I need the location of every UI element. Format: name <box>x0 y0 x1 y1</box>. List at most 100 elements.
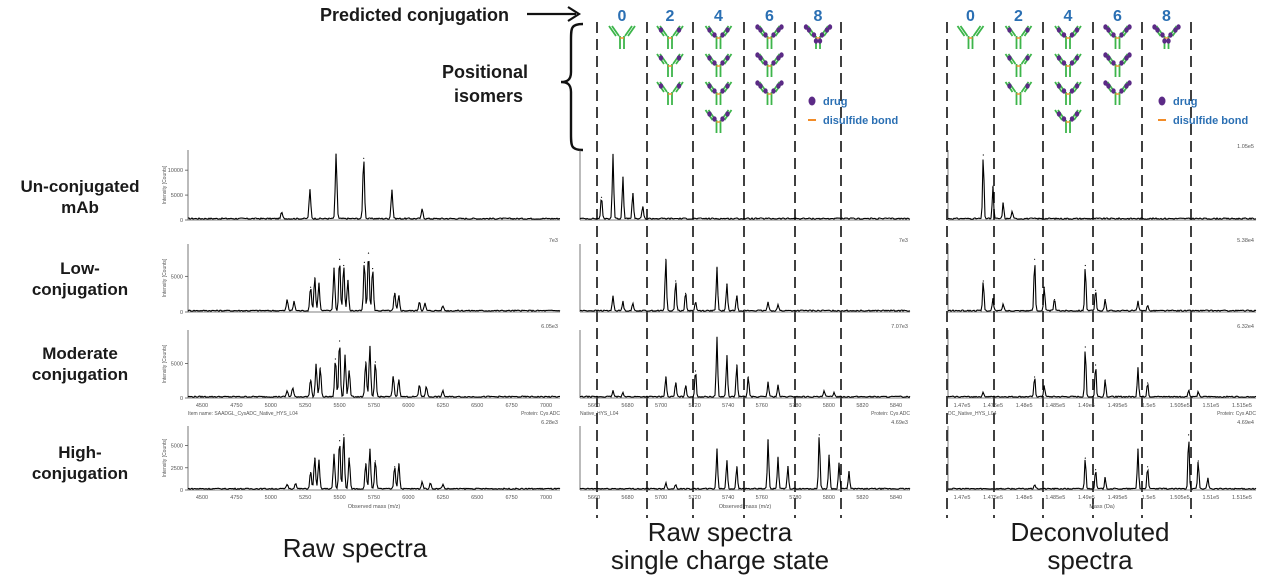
peak-point <box>1197 460 1199 462</box>
antibody-icon <box>1054 53 1082 77</box>
peak-point <box>310 286 312 288</box>
peak-point <box>394 292 396 294</box>
drug-marker <box>1127 80 1132 86</box>
x-tick-label: 5740 <box>722 403 734 409</box>
positional-isomers-label-1: Positional <box>442 62 529 82</box>
peak-point <box>600 196 603 198</box>
x-tick-label: 1.49e5 <box>1078 403 1095 409</box>
drug-marker <box>1056 83 1062 89</box>
drug-marker <box>1069 32 1075 38</box>
x-tick-label: 5800 <box>823 403 835 409</box>
peak-point <box>1043 286 1045 288</box>
drug-marker <box>813 38 819 44</box>
level-divider-lines <box>596 22 1192 518</box>
peak-point <box>372 268 374 270</box>
peak-point <box>828 454 830 456</box>
peak-point <box>777 457 779 459</box>
intensity-scale-label: 6.28e3 <box>541 420 558 426</box>
x-tick-label: 1.5e5 <box>1142 495 1156 501</box>
spectrum-plot: 5.38e4 <box>947 238 1257 313</box>
peak-point <box>726 283 728 285</box>
antibody-fab-left <box>959 25 969 37</box>
peak-point <box>818 434 820 436</box>
x-axis-label: Observed mass (m/z) <box>348 504 401 510</box>
x-tick-label: 1.48e5 <box>1016 495 1033 501</box>
row-label-unconjugated: Un-conjugated mAb <box>0 176 160 218</box>
drug-marker <box>676 83 682 89</box>
drug-marker <box>1106 55 1111 61</box>
positional-isomers-label-2: isomers <box>454 86 524 106</box>
peak-point <box>333 268 335 270</box>
antibody-icon <box>608 25 636 49</box>
antibody-icon <box>1103 80 1132 105</box>
peak-point <box>992 186 994 189</box>
y-axis-label: Intensity [Counts] <box>162 165 168 204</box>
x-tick-label: 5660 <box>588 403 600 409</box>
panel-footer-right: Protein: Cys ADC <box>521 411 560 417</box>
drug-marker <box>1007 83 1012 89</box>
drug-marker <box>707 111 712 117</box>
drug-marker <box>1162 38 1167 44</box>
peak-point <box>685 385 687 387</box>
peak-point <box>348 457 350 459</box>
drug-marker <box>1111 32 1116 38</box>
peak-point <box>286 300 288 302</box>
intensity-scale-label: 5.38e4 <box>1237 238 1254 244</box>
x-tick-label: 5760 <box>756 403 768 409</box>
x-tick-label: 6250 <box>437 403 449 409</box>
peak-point <box>421 482 423 484</box>
x-tick-label: 5500 <box>333 403 345 409</box>
peak-point <box>292 388 294 390</box>
y-axis-label: Intensity [Counts] <box>162 258 168 297</box>
drug-marker <box>771 88 776 94</box>
x-tick-label: 1.51e5 <box>1202 403 1219 409</box>
conjugation-level-label: 6 <box>765 8 774 25</box>
drug-marker <box>1025 55 1030 61</box>
peak-point <box>747 376 749 378</box>
peak-point <box>398 295 400 298</box>
peak-point <box>374 361 376 363</box>
x-tick-label: 5500 <box>333 495 345 501</box>
drug-marker <box>720 32 725 38</box>
drug-marker <box>1127 24 1132 30</box>
antibody-icon <box>656 81 684 105</box>
peak-point <box>314 457 316 459</box>
peak-point <box>838 463 840 465</box>
x-tick-label: 1.51e5 <box>1202 495 1219 501</box>
peak-point <box>374 460 376 462</box>
drug-marker <box>1007 55 1012 61</box>
peak-point <box>642 206 644 208</box>
x-tick-label: 1.505e5 <box>1170 403 1190 409</box>
drug-marker <box>658 27 664 33</box>
peak-point <box>347 280 349 282</box>
x-tick-label: 5760 <box>756 495 768 501</box>
spectrum-trace <box>579 153 911 220</box>
panel-footer-left: Native_HYS_L04 <box>580 411 619 417</box>
peak-point <box>777 305 779 307</box>
spectrum-trace <box>579 259 911 313</box>
y-tick-label: 0 <box>180 396 183 402</box>
antibody-icon <box>1054 25 1082 49</box>
x-tick-label: 6750 <box>505 403 517 409</box>
peak-point <box>622 302 624 304</box>
drug-marker <box>676 27 682 33</box>
arrow-head <box>567 6 582 22</box>
row-label-line: Moderate <box>42 344 118 363</box>
x-axis-label: Mass (Da) <box>1089 504 1115 510</box>
drug-marker <box>1176 24 1181 30</box>
peak-point <box>367 252 370 254</box>
antibody-icon <box>704 81 733 105</box>
peak-point <box>833 392 835 394</box>
drug-marker <box>676 55 682 61</box>
conjugation-level-label: 0 <box>966 8 975 25</box>
peak-point <box>1053 299 1056 301</box>
x-tick-label: 1.495e5 <box>1108 495 1128 501</box>
drug-marker <box>758 27 763 33</box>
x-tick-label: 5250 <box>299 403 311 409</box>
